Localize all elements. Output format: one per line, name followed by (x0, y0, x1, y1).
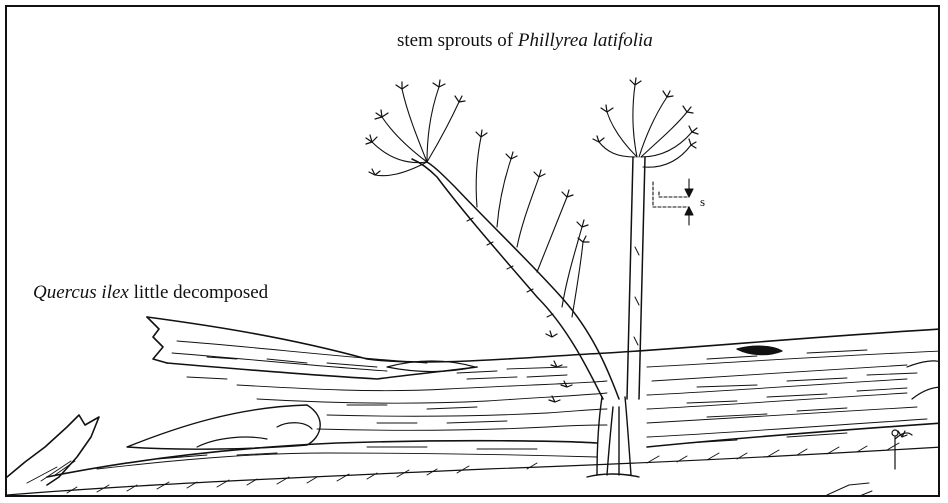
leaf-clusters (366, 78, 907, 437)
caption-quercus-plain: little decomposed (129, 282, 268, 303)
fallen-log (7, 317, 940, 485)
scale-marker-label: s (700, 194, 705, 210)
left-crown-branches (372, 87, 583, 317)
right-crown-branches (599, 85, 692, 167)
ground (7, 443, 940, 497)
right-stem (627, 157, 645, 399)
log-and-sprouts-drawing (7, 7, 940, 497)
caption-stem-sprouts: stem sprouts of Phillyrea latifolia (397, 30, 653, 52)
caption-quercus: Quercus ilex little decomposed (33, 282, 268, 304)
left-stem (412, 159, 619, 399)
scale-marker (653, 179, 693, 225)
caption-quercus-italic: Quercus ilex (33, 282, 129, 303)
illustration-frame: stem sprouts of Phillyrea latifolia Quer… (5, 5, 940, 497)
caption-stem-sprouts-italic: Phillyrea latifolia (518, 30, 653, 51)
caption-stem-sprouts-plain: stem sprouts of (397, 30, 518, 51)
